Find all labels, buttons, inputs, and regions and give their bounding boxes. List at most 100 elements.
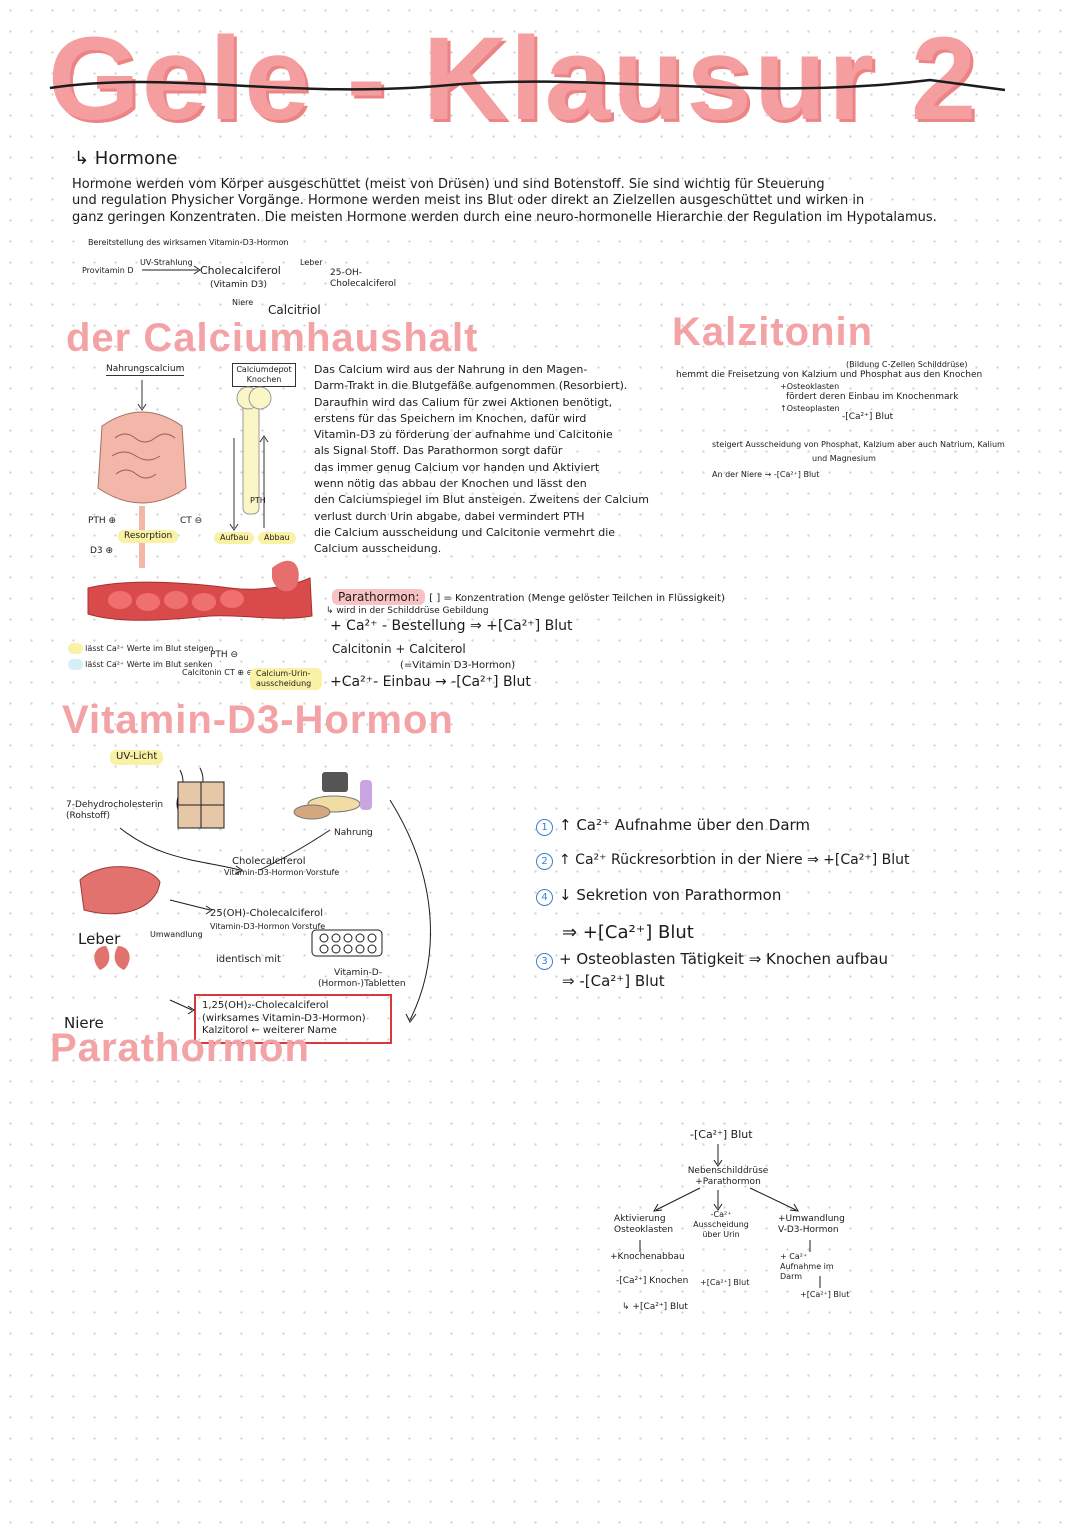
effect-item: 4 ↓ Sekretion von Parathormon [536, 886, 781, 906]
tree-mid: Nebenschilddrüse +Parathormon [687, 1166, 769, 1188]
parathormon-heading: Parathormon [50, 1026, 310, 1070]
effect-item: 2↑ Ca²⁺ Rückresorbtion in der Niere ⇒ +[… [536, 852, 910, 870]
effect-number: 3 [536, 953, 553, 970]
vitd-chain-uv: UV-Strahlung [140, 258, 193, 267]
calcium-explanation: Das Calcium wird aus der Nahrung in den … [314, 362, 674, 558]
kalzitonin-heading: Kalzitonin [672, 310, 874, 354]
label-niere: Niere [64, 1014, 104, 1032]
tree-right1: +Umwandlung V-D3-Hormon [778, 1214, 845, 1236]
vitd-chain-calcitriol: Calcitriol [268, 303, 321, 317]
label-umwandlung: Umwandlung [150, 930, 203, 939]
kalz-line2: +Osteoklasten [780, 382, 840, 391]
vitd-chain-niere: Niere [232, 298, 254, 307]
text-line: als Signal Stoff. Das Parathormon sorgt … [314, 444, 563, 458]
vitd-diagram-illustration [79, 767, 431, 1023]
kalz-line1: hemmt die Freisetzung von Kalzium und Ph… [676, 370, 983, 380]
active-vitd-box: 1,25(OH)₂-Cholecalciferol (wirksames Vit… [194, 994, 392, 1044]
text-line: das immer genug Calcium vor handen und A… [314, 460, 600, 474]
box-line2: (wirksames Vitamin-D3-Hormon) [202, 1012, 366, 1024]
label-chole-sub: Vitamin-D3-Hormon Vorstufe [224, 868, 340, 877]
text-line: den Calciumspiegel im Blut ansteigen. Zw… [314, 493, 649, 507]
text-line: die Calcium ausscheidung und Calcitonie … [314, 525, 616, 539]
tree-center2: +[Ca²⁺] Blut [700, 1278, 750, 1287]
text-line: erstens für das Speichern im Knochen, da… [314, 411, 587, 425]
effect-text: + Osteoblasten Tätigkeit ⇒ Knochen aufba… [559, 950, 889, 968]
label-nahrung: Nahrung [334, 828, 373, 838]
vitd-chain-25oh: 25-OH-Cholecalciferol [330, 268, 397, 290]
vitd-chain-leber: Leber [300, 258, 323, 267]
kalz-line1b: (Bildung C-Zellen Schilddrüse) [846, 360, 968, 369]
effect-number: 1 [536, 819, 553, 836]
calcium-diagram-illustration [87, 380, 313, 621]
label-chole: Cholecalciferol [232, 856, 306, 867]
vitd-chain-chole: Cholecalciferol [200, 264, 281, 277]
label-aufbau: Aufbau [214, 532, 255, 544]
box-line3: Kalzitorol ← weiterer Name [202, 1025, 337, 1036]
legend-fall: lässt Ca²⁺ Werte im Blut senken [68, 659, 212, 670]
label-uvlicht: UV-Licht [110, 750, 164, 765]
tree-center1: -Ca²⁺ Ausscheidung über Urin [693, 1210, 749, 1239]
label-tabletten: Vitamin-D-(Hormon-)Tabletten [318, 968, 406, 990]
arrow-icon [142, 265, 201, 275]
legend-rise: lässt Ca²⁺ Werte im Blut steigen [68, 643, 214, 654]
effect-text: ↓ Sekretion von Parathormon [559, 886, 782, 904]
label-25oh: 25(OH)-Cholecalciferol [210, 908, 324, 919]
formula-line2: +Ca²⁺- Einbau → -[Ca²⁺] Blut [330, 674, 531, 690]
calcium-heading: der Calciumhaushalt [66, 316, 479, 360]
effect-number: 2 [536, 853, 553, 870]
effect-result: ⇒ +[Ca²⁺] Blut [562, 922, 694, 943]
label-pth-bone: PTH [250, 496, 266, 505]
formula-conc: [ ] = Konzentration (Menge gelöster Teil… [429, 593, 725, 604]
effect-number: 4 [536, 889, 553, 906]
tree-arrows [639, 1144, 821, 1288]
label-ct-kidney: Calcitonin CT ⊕ ⊖ [182, 668, 254, 677]
label-calciumdepot: Calciumdepot Knochen [232, 363, 296, 387]
vitd-chain-heading: Bereitstellung des wirksamen Vitamin-D3-… [88, 238, 289, 247]
title-handwriting-stroke [49, 78, 1006, 92]
effect-result: ⇒ -[Ca²⁺] Blut [562, 972, 665, 990]
label-pth-kidney: PTH ⊖ [210, 650, 239, 660]
text-line: Vitamin-D3 zu förderung der aufnahme und… [314, 428, 613, 442]
label-identisch: identisch mit [216, 954, 281, 965]
kalz-line5: -[Ca²⁺] Blut [842, 412, 894, 422]
legend-rise-text: lässt Ca²⁺ Werte im Blut steigen [85, 644, 214, 653]
label-nahrungscalcium: Nahrungscalcium [106, 364, 185, 377]
text-line: wenn nötig das abbau der Knochen und läs… [314, 477, 587, 491]
formula-calcitonin: Calcitonin + Calciterol [332, 642, 466, 656]
tree-top: -[Ca²⁺] Blut [690, 1128, 753, 1141]
kalz-line6: steigert Ausscheidung von Phosphat, Kalz… [712, 440, 1005, 449]
label-25oh-sub: Vitamin-D3-Hormon Vorstufe [210, 922, 326, 931]
label-d3: D3 ⊕ [90, 546, 114, 556]
formula-parathormon: Parathormon: [332, 589, 426, 605]
formula-block: Parathormon: [ ] = Konzentration (Menge … [332, 589, 725, 606]
intro-line: und regulation Physicher Vorgänge. Hormo… [72, 193, 865, 209]
label-ct: CT ⊖ [180, 516, 203, 526]
vitd-chain-chole-note: (Vitamin D3) [210, 280, 268, 290]
vitd-chain-start: Provitamin D [82, 266, 134, 275]
tree-left4: ↳ +[Ca²⁺] Blut [622, 1302, 688, 1312]
text-line: verlust durch Urin abgabe, dabei vermind… [314, 509, 585, 523]
vitamin-heading: Vitamin-D3-Hormon [62, 698, 454, 742]
page-title: Gele - Klausur 2 [48, 13, 979, 145]
label-urin: Calcium-Urin-ausscheidung [250, 668, 322, 690]
label-dehydro: 7-Dehydrocholesterin (Rohstoff) [66, 800, 164, 822]
topic-heading: ↳ Hormone [74, 148, 178, 169]
formula-line1: + Ca²⁺ - Bestellung ⇒ +[Ca²⁺] Blut [330, 618, 573, 634]
text-line: Daraufhin wird das Calium für zwei Aktio… [314, 395, 613, 409]
tree-right3: +[Ca²⁺] Blut [800, 1290, 850, 1299]
effect-item: 1↑ Ca²⁺ Aufnahme über den Darm [536, 816, 810, 836]
kalz-line3: fördert deren Einbau im Knochenmark [786, 392, 959, 402]
label-pth: PTH ⊕ [88, 516, 117, 526]
kalz-line4: ↑Osteoplasten [780, 404, 840, 413]
label-abbau: Abbau [258, 532, 296, 544]
formula-vitd: (=Vitamin D3-Hormon) [400, 660, 516, 671]
label-leber: Leber [78, 930, 121, 948]
text-line: Darm-Trakt in die Blutgefäße aufgenommen… [314, 379, 628, 393]
text-line: Calcium ausscheidung. [314, 542, 442, 556]
formula-gebildet: ↳ wird in der Schilddrüse Gebildung [326, 606, 489, 616]
effect-item: 3 + Osteoblasten Tätigkeit ⇒ Knochen aufb… [536, 950, 888, 970]
tree-left2: +Knochenabbau [610, 1252, 685, 1262]
box-line1: 1,25(OH)₂-Cholecalciferol [202, 1000, 329, 1011]
kalz-line8: An der Niere → -[Ca²⁺] Blut [712, 470, 820, 479]
text-line: Das Calcium wird aus der Nahrung in den … [314, 363, 588, 376]
